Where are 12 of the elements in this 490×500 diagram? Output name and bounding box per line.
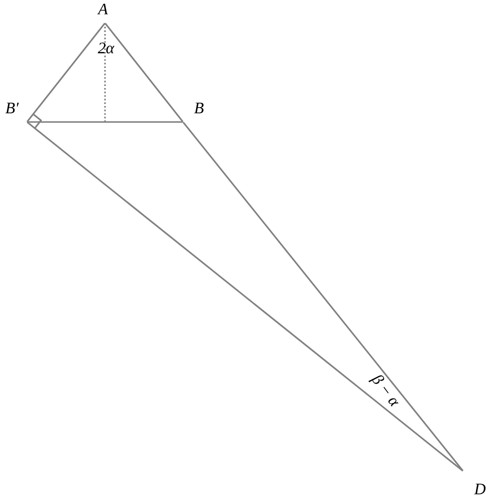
line-segment bbox=[26, 122, 464, 472]
vertex-label: B bbox=[194, 102, 204, 114]
line-segment bbox=[182, 122, 464, 472]
vertex-label: A bbox=[97, 4, 108, 14]
vertex-label: D bbox=[474, 484, 486, 494]
angle-label: β − α bbox=[368, 375, 398, 407]
line-segment bbox=[27, 121, 183, 123]
line-segment bbox=[26, 22, 106, 122]
vertex-label: B′ bbox=[6, 102, 19, 114]
angle-label: 2α bbox=[98, 42, 114, 54]
line-segment bbox=[104, 22, 184, 122]
dotted-line bbox=[104, 23, 106, 122]
